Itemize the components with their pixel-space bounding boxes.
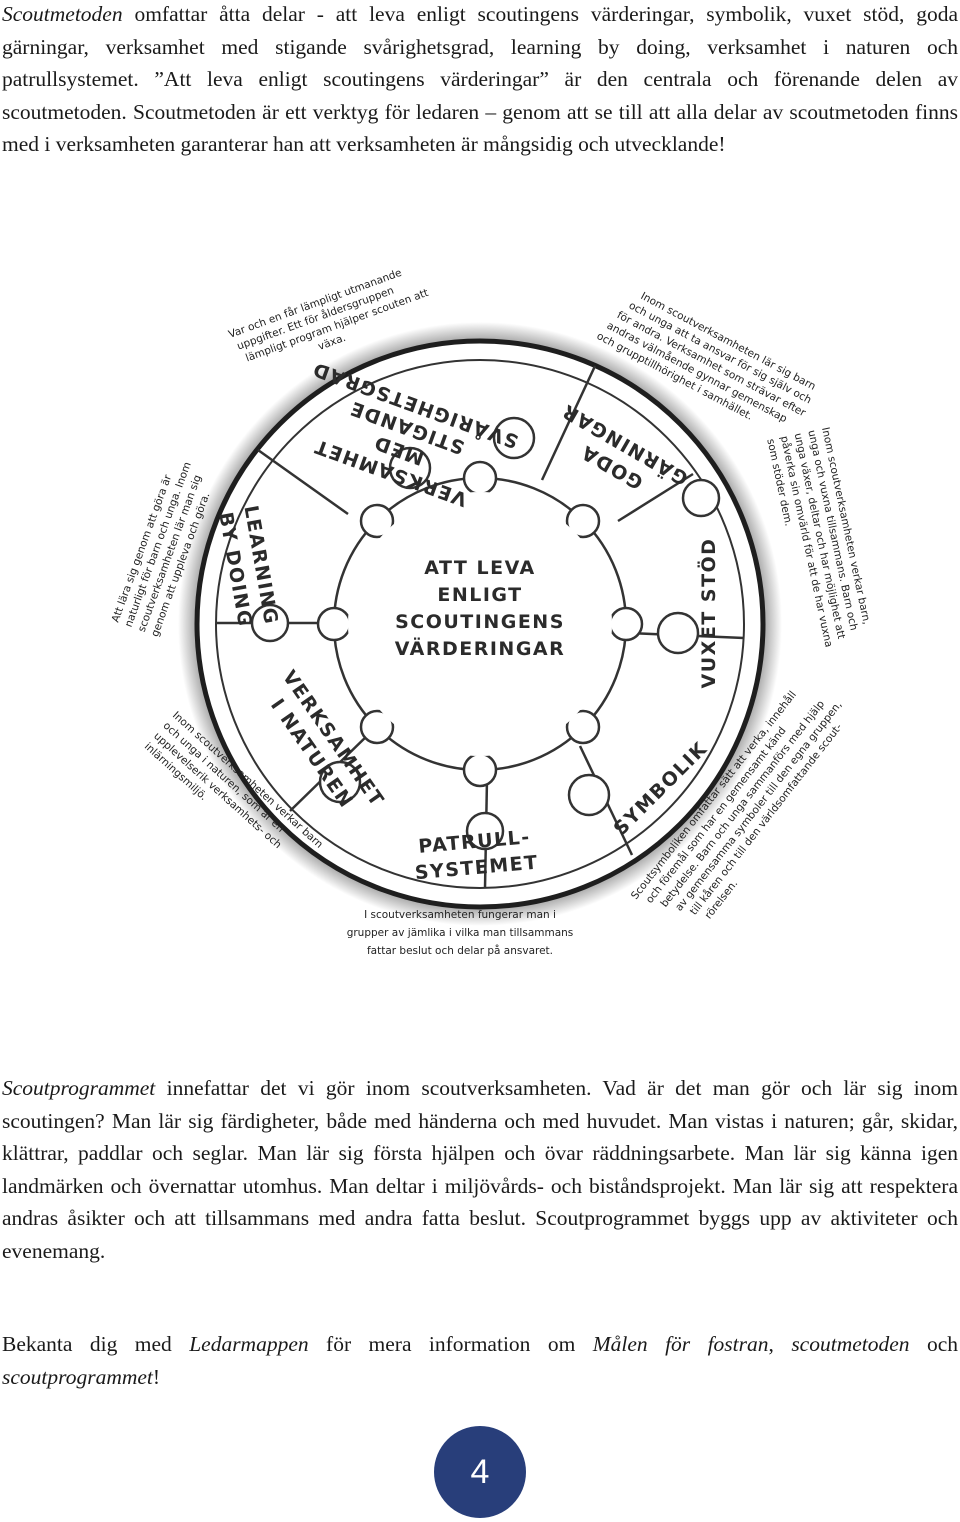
reference-text: för mera information om bbox=[308, 1332, 593, 1356]
term-scoutprogrammet: Scoutprogrammet bbox=[2, 1076, 156, 1100]
term-malen-for-fostran: Målen för fostran bbox=[592, 1332, 769, 1356]
reference-paragraph: Bekanta dig med Ledarmappen för mera inf… bbox=[2, 1328, 958, 1393]
inner-ring bbox=[215, 359, 745, 889]
note-line: grupper av jämlika i vilka man tillsamma… bbox=[347, 927, 574, 939]
center-label: ATT LEVA ENLIGT SCOUTINGENS VÄRDERINGAR bbox=[395, 557, 566, 660]
reference-text: ! bbox=[152, 1364, 161, 1389]
note-line: fattar beslut och delar på ansvaret. bbox=[367, 944, 553, 957]
term-scoutprogrammet: scoutprogrammet bbox=[2, 1364, 153, 1389]
page-number-badge: 4 bbox=[434, 1426, 526, 1518]
note-patrullsystemet: I scoutverksamheten fungerar man i grupp… bbox=[347, 909, 574, 957]
segment-vuxet-stod: VUXET STÖD bbox=[696, 538, 720, 689]
center-knobs bbox=[316, 460, 644, 788]
term-scoutmetoden: Scoutmetoden bbox=[2, 2, 123, 26]
center-label-line: ENLIGT bbox=[437, 584, 522, 606]
program-paragraph: Scoutprogrammet innefattar det vi gör in… bbox=[2, 1072, 958, 1267]
center-label-line: SCOUTINGENS bbox=[395, 611, 565, 633]
reference-text: , bbox=[768, 1332, 792, 1356]
reference-text: Bekanta dig med bbox=[2, 1332, 190, 1356]
term-scoutmetoden: scoutmetoden bbox=[791, 1332, 910, 1356]
reference-text: och bbox=[909, 1332, 958, 1356]
segment-label-line: VUXET STÖD bbox=[696, 538, 720, 689]
term-ledarmappen: Ledarmappen bbox=[189, 1332, 309, 1356]
scout-method-diagram: ATT LEVA ENLIGT SCOUTINGENS VÄRDERINGAR … bbox=[80, 228, 880, 976]
program-text: innefattar det vi gör inom scoutverksamh… bbox=[2, 1076, 958, 1263]
intro-text: omfattar åtta delar - att leva enligt sc… bbox=[2, 2, 958, 156]
note-line: I scoutverksamheten fungerar man i bbox=[364, 909, 556, 921]
intro-paragraph: Scoutmetoden omfattar åtta delar - att l… bbox=[2, 0, 958, 161]
center-label-line: VÄRDERINGAR bbox=[395, 636, 566, 660]
center-label-line: ATT LEVA bbox=[424, 557, 535, 579]
puzzle-knobs bbox=[250, 416, 721, 851]
